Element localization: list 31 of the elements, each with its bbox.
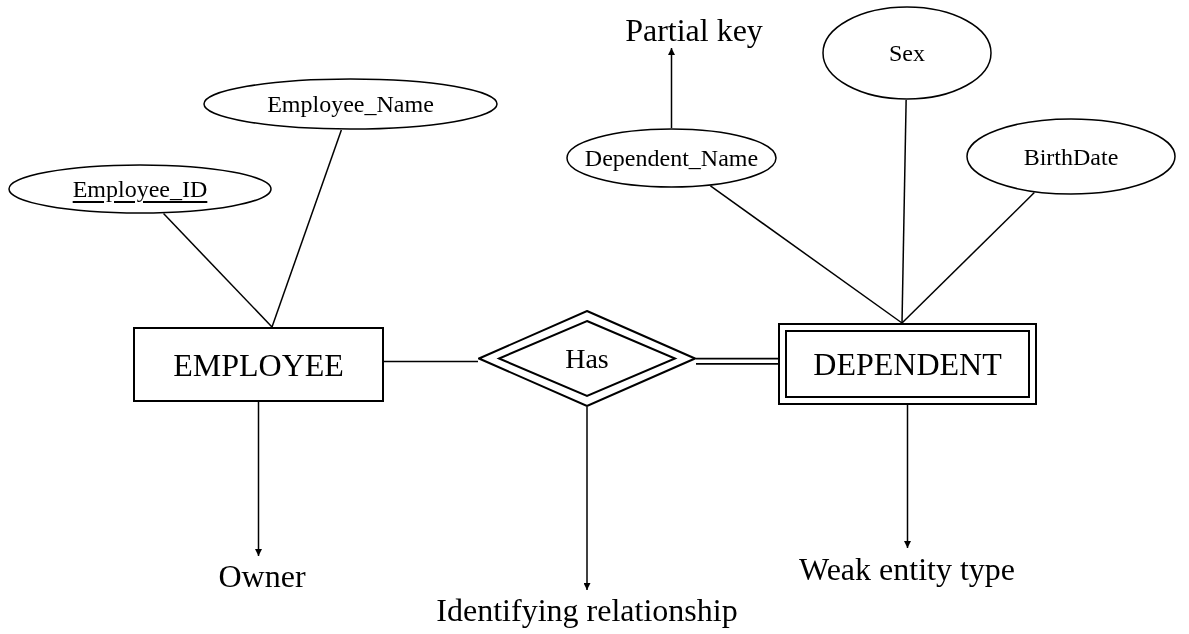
weak-entity-box [778,323,1037,405]
attribute-label: Dependent_Name [584,144,759,173]
annotation-text: Weak entity type [740,548,1074,590]
attribute-ellipse [966,118,1176,195]
connector-line [271,129,343,328]
connector-line [901,99,907,324]
connector-line [901,191,1036,324]
arrow [255,401,262,557]
arrow [668,47,675,129]
attribute-label: BirthDate [1023,142,1119,172]
entity-label: DEPENDENT [813,345,1002,384]
attribute-ellipse [822,6,992,100]
relationship-diamond [478,310,696,407]
attribute-ellipse [566,128,777,188]
annotation-text: Partial key [614,12,774,48]
arrow [904,404,911,549]
attribute-label: Sex [889,39,925,68]
entity-box [133,327,384,402]
attribute-label: Employee_Name [267,90,434,119]
attribute-label: Employee_ID [72,175,208,204]
annotation-text: Owner [190,556,334,596]
annotation-text: Identifying relationship [380,590,794,630]
connector-line [709,185,903,324]
entity-label: EMPLOYEE [173,345,344,385]
connector-line [696,357,778,365]
arrow [583,406,591,591]
connector-line [383,360,479,363]
relationship-label: Has [565,341,609,376]
connector-line [162,212,273,328]
attribute-ellipse [8,164,272,214]
attribute-ellipse [203,78,498,130]
